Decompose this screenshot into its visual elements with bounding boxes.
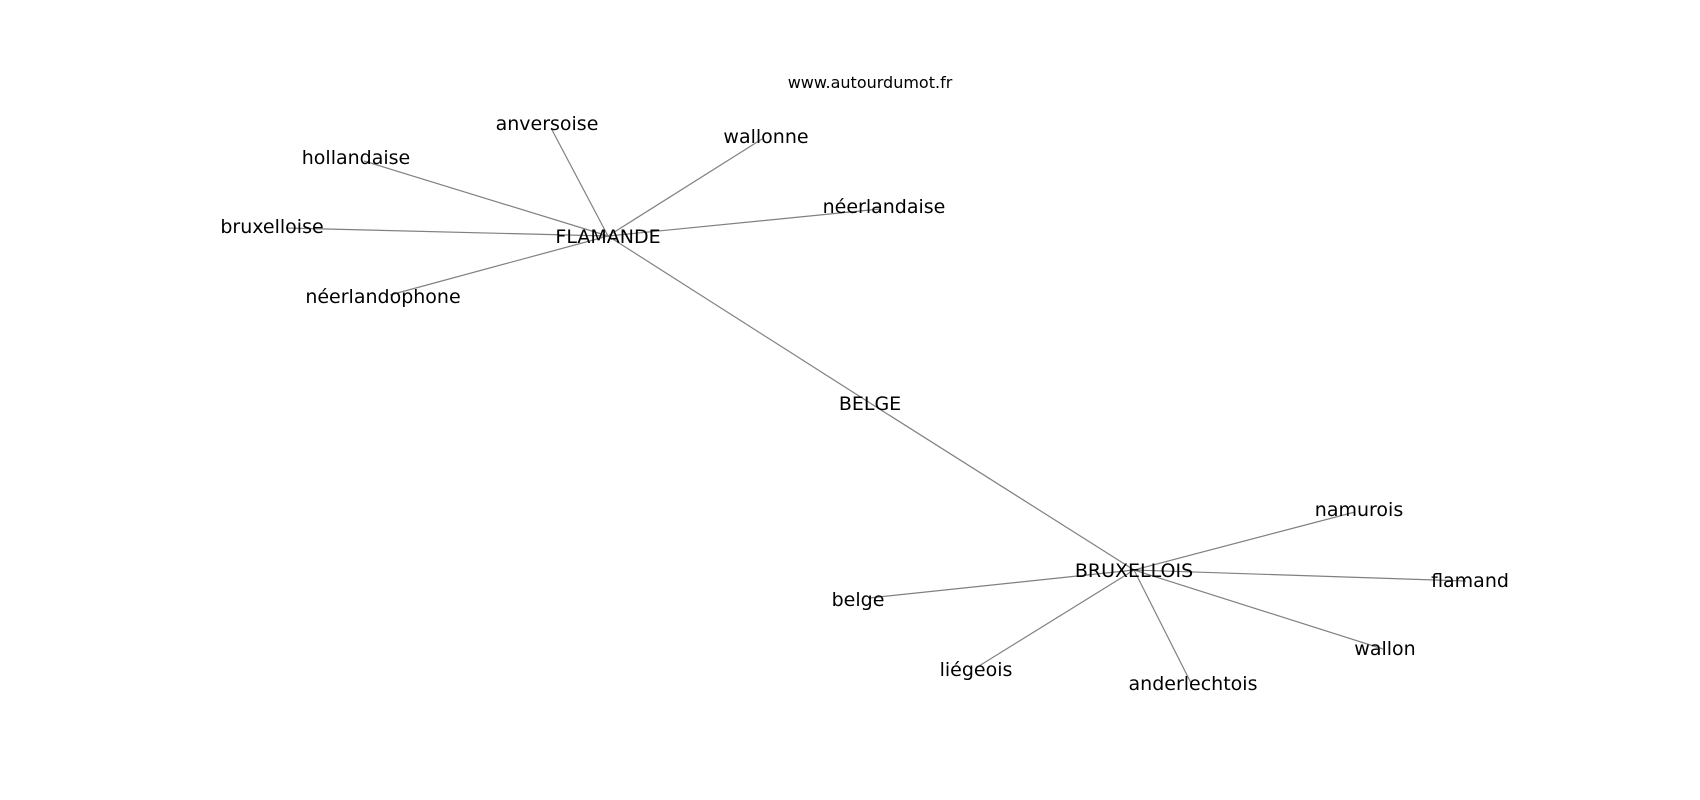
node-label-belge-hub[interactable]: BELGE <box>839 393 901 415</box>
edge-flamande-neerlandaise <box>607 208 881 237</box>
source-watermark: www.autourdumot.fr <box>788 73 953 92</box>
node-label-bruxellois[interactable]: BRUXELLOIS <box>1075 560 1193 582</box>
node-label-anderlechtois[interactable]: anderlechtois <box>1129 673 1258 695</box>
edge-flamande-hollandaise <box>363 160 609 237</box>
edge-flamande-neerlandophone <box>389 235 609 296</box>
edge-bruxellois-flamand <box>1133 569 1467 582</box>
edges-layer <box>285 127 1467 686</box>
labels-layer: FLAMANDEBELGEBRUXELLOISanversoisewallonn… <box>220 113 1509 695</box>
node-label-neerlandophone[interactable]: néerlandophone <box>305 286 460 308</box>
edge-bruxellois-belge <box>868 569 1135 599</box>
node-label-liegeois[interactable]: liégeois <box>940 659 1013 681</box>
edge-belge-hub-bruxellois <box>869 402 1135 571</box>
node-label-belge[interactable]: belge <box>832 589 885 611</box>
node-label-wallon[interactable]: wallon <box>1354 638 1415 660</box>
node-label-neerlandaise[interactable]: néerlandaise <box>823 196 946 218</box>
edge-bruxellois-liegeois <box>978 569 1135 667</box>
edge-flamande-bruxelloise <box>285 227 609 237</box>
node-label-namurois[interactable]: namurois <box>1315 499 1403 521</box>
edge-bruxellois-namurois <box>1133 511 1356 571</box>
edge-flamande-anversoise <box>550 127 609 237</box>
edge-bruxellois-anderlechtois <box>1133 569 1193 686</box>
edge-flamande-belge-hub <box>607 235 871 404</box>
node-label-anversoise[interactable]: anversoise <box>496 113 599 135</box>
node-label-flamande[interactable]: FLAMANDE <box>555 226 660 248</box>
node-label-wallonne[interactable]: wallonne <box>723 126 808 148</box>
node-label-hollandaise[interactable]: hollandaise <box>302 147 410 169</box>
node-label-bruxelloise[interactable]: bruxelloise <box>220 216 323 238</box>
node-label-flamand[interactable]: flamand <box>1431 570 1509 592</box>
edge-bruxellois-wallon <box>1133 569 1384 650</box>
edge-flamande-wallonne <box>607 138 763 237</box>
